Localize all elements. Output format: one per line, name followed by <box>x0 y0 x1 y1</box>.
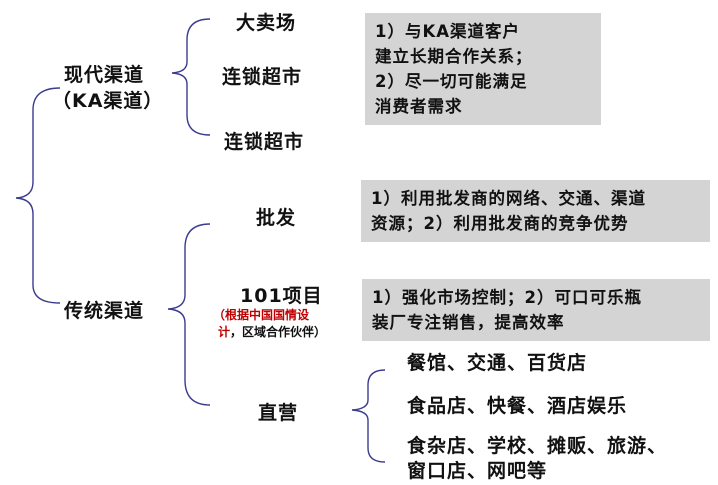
project-101-strategy-line: 1）强化市场控制；2）可口可乐瓶 <box>372 288 642 307</box>
direct-item: 食品店、快餐、酒店娱乐 <box>407 395 628 417</box>
direct-item: 食杂店、学校、摊贩、旅游、 <box>407 435 668 457</box>
traditional-channel-label: 传统渠道 <box>64 300 145 322</box>
wholesale-strategy-line: 1）利用批发商的网络、交通、渠道 <box>371 189 646 208</box>
direct-bracket <box>351 369 386 463</box>
project-101-note: （根据中国国情设 <box>213 307 309 324</box>
project-101-note-red: （根据中国国情设 <box>213 308 310 322</box>
modern-item-chain-supermarket: 连锁超市 <box>222 66 303 88</box>
root-bracket <box>15 87 61 304</box>
wholesale-strategy-box: 1）利用批发商的网络、交通、渠道 资源；2）利用批发商的竞争优势 <box>361 180 710 242</box>
project-101-label: 101项目 <box>240 285 323 307</box>
modern-item-chain-supermarket-2: 连锁超市 <box>224 131 305 153</box>
modern-strategy-line: 1）与KA渠道客户 <box>375 22 521 41</box>
modern-channel-label: 现代渠道 <box>64 64 145 86</box>
project-101-strategy-box: 1）强化市场控制；2）可口可乐瓶 装厂专注销售，提高效率 <box>362 279 710 341</box>
direct-label: 直营 <box>258 402 299 424</box>
modern-strategy-line: 建立长期合作关系； <box>375 47 533 66</box>
project-101-note-black: ，区域合作伙伴） <box>230 325 327 339</box>
wholesale-strategy-line: 资源；2）利用批发商的竞争优势 <box>371 214 629 233</box>
direct-item: 窗口店、网吧等 <box>407 460 548 482</box>
direct-item: 餐馆、交通、百货店 <box>407 352 588 374</box>
modern-bracket <box>171 18 211 136</box>
project-101-note-red-2: 计 <box>218 325 231 339</box>
traditional-bracket <box>167 223 211 406</box>
modern-strategy-line: 2）尽一切可能满足 <box>375 72 528 91</box>
modern-item-hypermarket: 大卖场 <box>236 12 297 34</box>
modern-strategy-box: 1）与KA渠道客户 建立长期合作关系； 2）尽一切可能满足 消费者需求 <box>365 13 601 125</box>
project-101-strategy-line: 装厂专注销售，提高效率 <box>372 313 565 332</box>
modern-strategy-line: 消费者需求 <box>375 97 463 116</box>
modern-channel-sublabel: （KA渠道） <box>52 90 164 112</box>
wholesale-label: 批发 <box>256 207 297 229</box>
project-101-note-line2: 计，区域合作伙伴） <box>218 324 326 341</box>
